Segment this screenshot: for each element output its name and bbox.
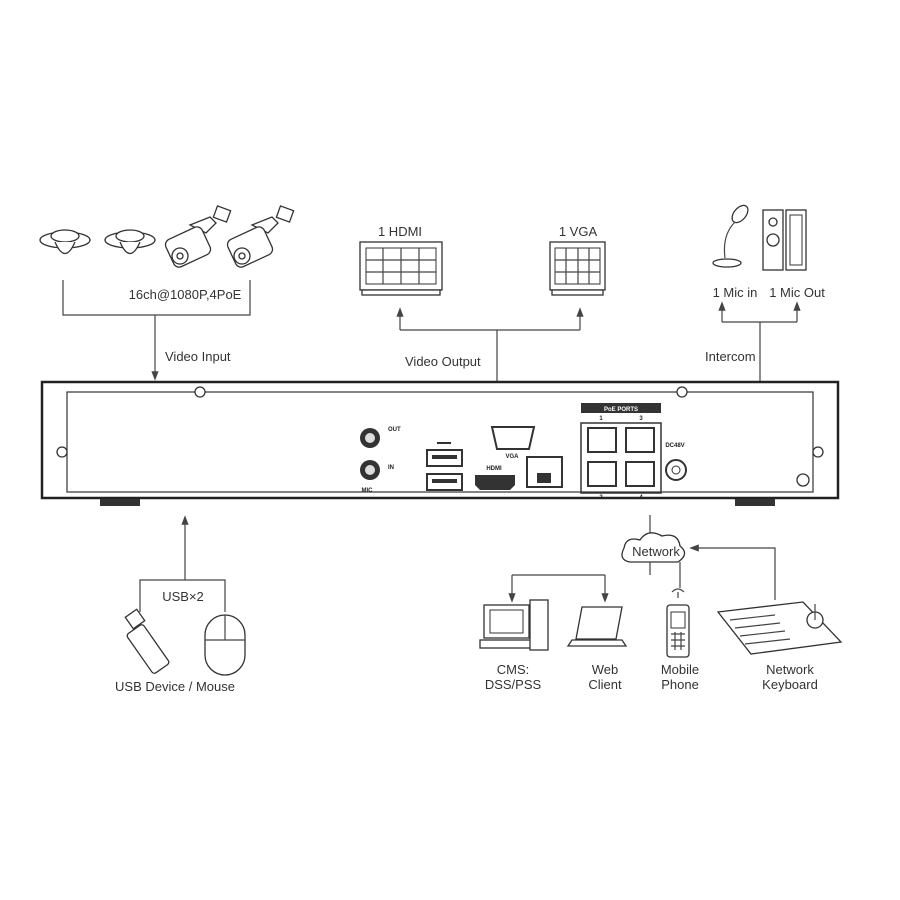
- mouse-icon: [204, 614, 246, 676]
- mobile-phone-label: Mobile: [661, 662, 699, 677]
- ground-icon: [796, 473, 810, 487]
- cameras-label: 16ch@1080P,4PoE: [129, 287, 242, 302]
- cms-label-line2: DSS/PSS: [485, 677, 542, 692]
- laptop-icon: [566, 606, 628, 647]
- video-input-label: Video Input: [165, 349, 231, 364]
- mic-port-label: MIC: [362, 488, 374, 494]
- screw-icon: [194, 386, 206, 398]
- poe-ports-label: PoE PORTS: [604, 407, 638, 413]
- screw-icon: [676, 386, 688, 398]
- poe-port-number: 3: [639, 416, 643, 422]
- poe-port-number: 4: [639, 495, 643, 501]
- poe-port-number: 1: [599, 416, 603, 422]
- web-client-label-line2: Client: [588, 677, 622, 692]
- network-label: Network: [632, 544, 680, 559]
- usb-count-label: USB×2: [162, 589, 204, 604]
- usb-label: USB Device / Mouse: [115, 679, 235, 694]
- microphone-icon: [712, 204, 749, 268]
- hdmi-port: HDMI: [475, 466, 515, 490]
- mic-in-label: 1 Mic in: [713, 285, 758, 300]
- hdmi-port-label: HDMI: [486, 466, 502, 472]
- lan-port: [526, 456, 563, 488]
- audio-ports: OUT IN MIC: [360, 427, 401, 494]
- mobile-phone-icon: [666, 588, 690, 658]
- cms-label: CMS:: [497, 662, 530, 677]
- dome-camera-icon: [39, 229, 91, 255]
- network-keyboard-icon: [716, 601, 843, 655]
- video-input-bracket: [62, 280, 251, 316]
- usb-bracket: [139, 579, 226, 612]
- video-output-bracket: [400, 329, 580, 381]
- screw-icon: [812, 446, 824, 458]
- nvr-rear-panel: [40, 380, 840, 506]
- poe-ports: PoE PORTS 1 3 2 4: [580, 403, 662, 501]
- keyboard-connection: [679, 548, 776, 600]
- network-keyboard-label-line2: Keyboard: [762, 677, 818, 692]
- bullet-camera-icon: [164, 205, 232, 268]
- vga-port: VGA: [490, 426, 536, 460]
- hdmi-monitor-icon: [359, 241, 443, 296]
- screw-icon: [56, 446, 68, 458]
- audio-in-label: IN: [388, 465, 394, 471]
- usb-stick-icon: [124, 608, 170, 674]
- intercom-label: Intercom: [705, 349, 756, 364]
- intercom-bracket: [722, 321, 797, 381]
- desktop-computer-icon: [479, 599, 549, 651]
- power-port: DC48V: [665, 443, 687, 481]
- power-label: DC48V: [665, 443, 684, 449]
- bullet-camera-icon: [226, 205, 295, 268]
- web-client-label: Web: [592, 662, 619, 677]
- vga-label: 1 VGA: [559, 224, 598, 239]
- mobile-phone-label-line2: Phone: [661, 677, 699, 692]
- dome-camera-icon: [104, 229, 156, 255]
- poe-port-number: 2: [599, 495, 603, 501]
- audio-out-label: OUT: [388, 427, 401, 433]
- network-keyboard-label: Network: [766, 662, 814, 677]
- hdmi-label: 1 HDMI: [378, 224, 422, 239]
- vga-port-label: VGA: [505, 454, 519, 460]
- vga-monitor-icon: [549, 241, 606, 296]
- network-cloud-icon: Network: [621, 532, 686, 563]
- video-output-label: Video Output: [405, 354, 481, 369]
- speakers-icon: [762, 209, 807, 271]
- mic-out-label: 1 Mic Out: [769, 285, 825, 300]
- usb-ports: [426, 442, 463, 491]
